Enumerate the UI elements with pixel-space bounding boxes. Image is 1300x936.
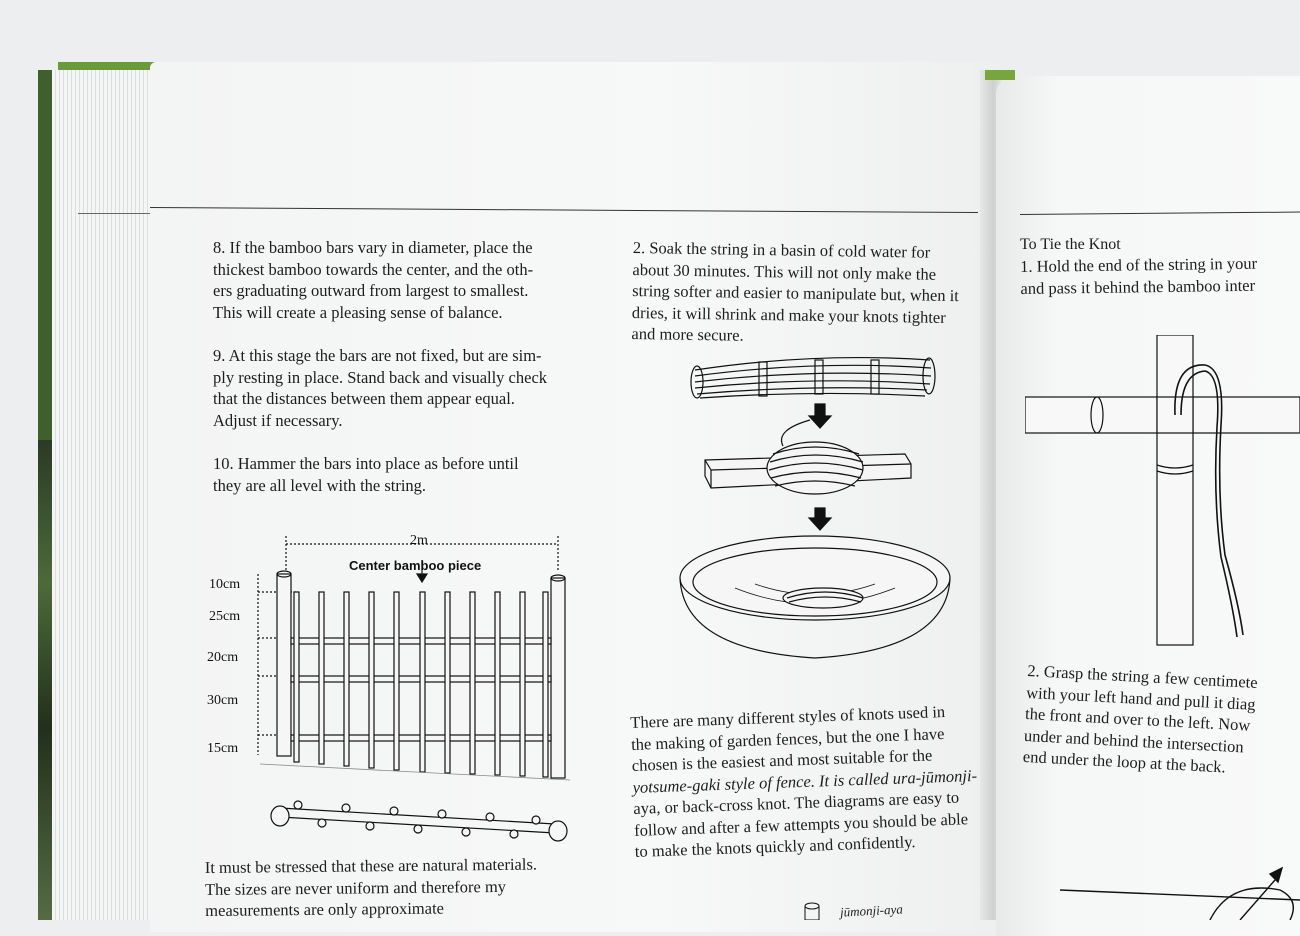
height-label-2: 25cm: [209, 609, 241, 624]
text-line: 1. Hold the end of the string in your: [1020, 253, 1258, 276]
knot-caption: jūmonji-aya: [839, 901, 904, 920]
text-line: This will create a pleasing sense of bal…: [213, 302, 503, 322]
text-line: and pass it behind the bamboo inter: [1020, 275, 1256, 298]
height-label-3: 20cm: [207, 650, 239, 665]
step-1-paragraph: 1. Hold the end of the string in your an…: [1020, 252, 1300, 299]
knot-step-2-diagram: [1060, 866, 1300, 920]
text-line: 10. Hammer the bars into place as before…: [213, 454, 519, 473]
text-line: Adjust if necessary.: [213, 410, 343, 430]
text-line: 2. Soak the string in a basin of cold wa…: [632, 237, 931, 262]
knot-styles-paragraph: There are many different styles of knots…: [630, 700, 985, 863]
ribbon-tab: [985, 70, 1015, 80]
text-line: 9. At this stage the bars are not fixed,…: [213, 346, 542, 365]
book-cover-photo: [38, 440, 52, 920]
left-bottom-paragraph: It must be stressed that these are natur…: [205, 853, 596, 922]
soaking-string-illustration: [679, 356, 951, 659]
text-line: ply resting in place. Stand back and vis…: [213, 367, 548, 387]
text-line: that the distances between them appear e…: [213, 389, 515, 408]
book-cover-edge: [58, 62, 158, 72]
text-line: string softer and easier to manipulate b…: [632, 280, 959, 306]
right-page: [996, 76, 1300, 936]
center-bamboo-label: Center bamboo piece: [349, 558, 482, 573]
text-line: and more secure.: [631, 323, 744, 345]
text-line: The sizes are never uniform and therefor…: [204, 876, 507, 899]
fence-diagram: [257, 536, 571, 842]
height-label-4: 30cm: [207, 693, 239, 708]
knot-step-1-diagram: [1025, 335, 1300, 646]
text-line: they are all level with the string.: [213, 475, 427, 495]
text-line: measurements are only approximate: [205, 898, 445, 921]
text-line: thickest bamboo towards the center, and …: [213, 259, 534, 279]
tie-knot-heading: To Tie the Knot: [1020, 236, 1121, 253]
page-stack-edges: [52, 70, 152, 920]
text-line: ers graduating outward from largest to s…: [213, 281, 529, 300]
height-label-5: 15cm: [207, 741, 239, 756]
height-label-1: 10cm: [209, 577, 241, 592]
step-10-paragraph: 10. Hammer the bars into place as before…: [213, 453, 593, 496]
step-2-paragraph: 2. Grasp the string a few centimete with…: [1022, 660, 1300, 783]
left-edge-rule: [78, 213, 150, 214]
left-text-column: 8. If the bamboo bars vary in diameter, …: [213, 237, 593, 518]
text-line: dries, it will shrink and make your knot…: [631, 302, 946, 327]
step-9-paragraph: 9. At this stage the bars are not fixed,…: [213, 345, 593, 431]
soak-string-paragraph: 2. Soak the string in a basin of cold wa…: [631, 237, 983, 350]
text-line: about 30 minutes. This will not only mak…: [632, 259, 937, 284]
text-line: 8. If the bamboo bars vary in diameter, …: [213, 238, 533, 257]
step-8-paragraph: 8. If the bamboo bars vary in diameter, …: [213, 237, 593, 323]
left-page: [150, 62, 998, 932]
text-line: It must be stressed that these are natur…: [204, 854, 538, 878]
small-knot-illustration: [804, 902, 820, 920]
